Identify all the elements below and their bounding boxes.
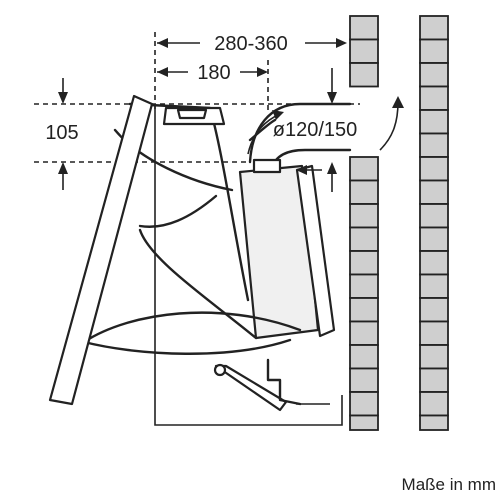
front-wall-brick [349, 273, 379, 299]
dimension-label-duct-diameter: ø120/150 [273, 119, 358, 141]
front-wall-brick [349, 203, 379, 229]
back-wall-brick [419, 367, 449, 393]
back-wall-brick [419, 226, 449, 252]
back-wall-brick [419, 62, 449, 88]
back-wall-brick [419, 297, 449, 323]
front-wall-brick [349, 344, 379, 370]
back-wall-brick [419, 414, 449, 431]
back-wall-brick [419, 109, 449, 135]
duct-height-arrows [327, 68, 337, 192]
top-fixture [162, 106, 226, 126]
back-wall-brick [419, 38, 449, 64]
front-wall-brick [349, 367, 379, 393]
front-wall-brick [349, 320, 379, 346]
front-wall-brick [349, 297, 379, 323]
front-wall-brick [349, 391, 379, 417]
back-wall-brick [419, 156, 449, 182]
back-wall-brick [419, 250, 449, 276]
back-wall-brick [419, 15, 449, 41]
units-caption: Maße in mm [402, 475, 496, 494]
front-wall-brick [349, 250, 379, 276]
dimension-label-total-depth: 280-360 [214, 33, 287, 55]
hinge-lever [213, 358, 330, 412]
back-wall-brick [419, 344, 449, 370]
dimension-label-height-offset: 105 [45, 122, 78, 144]
front-wall-brick [349, 38, 379, 64]
front-panel [48, 94, 154, 406]
front-wall-brick [349, 156, 379, 182]
back-wall-brick [419, 203, 449, 229]
front-wall-brick [349, 414, 379, 431]
brick-wall-front [349, 15, 379, 431]
front-wall-brick [349, 62, 379, 88]
blower-housing [238, 158, 336, 340]
dimension-label-inner-depth: 180 [197, 62, 230, 84]
back-wall-brick [419, 273, 449, 299]
dimension-total-depth: 280-360 [157, 33, 347, 55]
airflow-arrows [247, 96, 404, 155]
back-wall-brick [419, 85, 449, 111]
back-wall-brick [419, 132, 449, 158]
back-wall-brick [419, 179, 449, 205]
front-wall-brick [349, 15, 379, 41]
brick-wall-back [419, 15, 449, 431]
back-wall-brick [419, 391, 449, 417]
front-wall-brick [349, 179, 379, 205]
front-wall-brick [349, 226, 379, 252]
dimension-height-offset: 105 [45, 78, 79, 190]
back-wall-brick [419, 320, 449, 346]
dimension-inner-depth: 180 [157, 62, 268, 84]
